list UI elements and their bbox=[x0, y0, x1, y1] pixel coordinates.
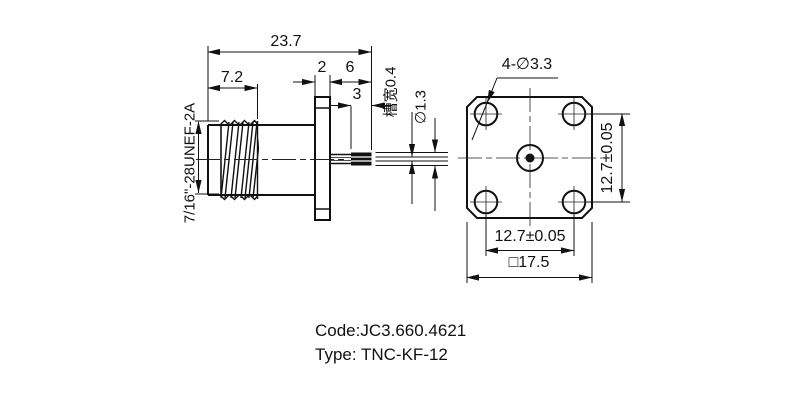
dim-overall-length-label: 23.7 bbox=[270, 33, 302, 50]
right-view-dimensions bbox=[466, 77, 630, 283]
pin-diameter-label: ∅1.3 bbox=[412, 90, 430, 124]
part-code-caption: Code:JC3.660.4621 bbox=[315, 321, 467, 340]
center-pin bbox=[330, 152, 448, 166]
dim-flange-thickness-label: 2 bbox=[317, 59, 327, 76]
part-type-caption: Type: TNC-KF-12 bbox=[315, 345, 448, 364]
dim-pin-protrusion-label: 6 bbox=[345, 59, 355, 76]
left-view-body bbox=[207, 96, 331, 221]
thread-spec-label: 7/16"-28UNEF-2A bbox=[181, 102, 199, 224]
dim-contact-length-label: 3 bbox=[352, 86, 362, 103]
dim-flange-square-label: □17.5 bbox=[508, 254, 550, 271]
dim-thread-length-label: 7.2 bbox=[220, 69, 244, 86]
dim-hole-spacing-horizontal-label: 12.7±0.05 bbox=[494, 228, 566, 245]
left-view-dimensions bbox=[195, 46, 439, 211]
slot-width-label: 槽宽0.4 bbox=[382, 66, 400, 118]
dim-hole-spacing-vertical-label: 12.7±0.05 bbox=[599, 122, 616, 194]
right-view-centerlines bbox=[458, 88, 602, 228]
mounting-holes-label: 4-∅3.3 bbox=[501, 56, 553, 73]
thread-hatching bbox=[219, 119, 259, 201]
